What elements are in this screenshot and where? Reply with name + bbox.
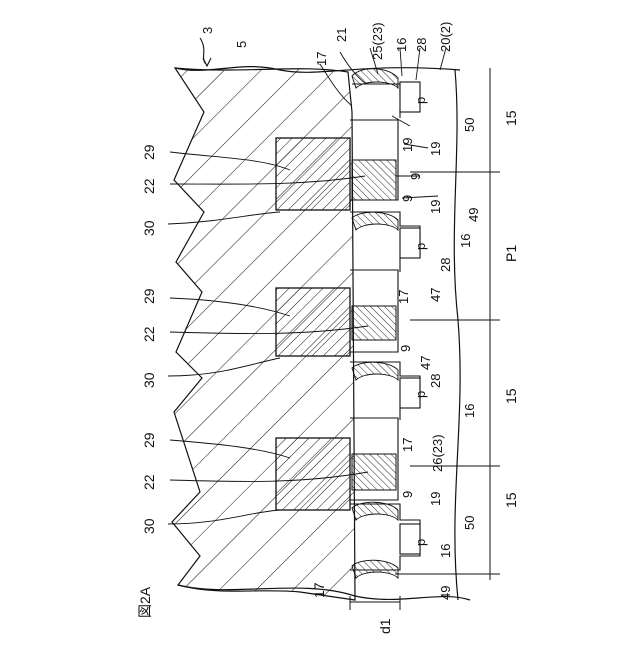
label-9-c: 9 <box>400 491 415 498</box>
gate-22-mid <box>352 306 396 340</box>
label-25-23: 25(23) <box>370 22 385 60</box>
label-49: 49 <box>466 208 481 222</box>
label-16-b: 16 <box>462 404 477 418</box>
pitch-value-3: 15 <box>503 492 519 508</box>
label-30-b: 30 <box>141 372 157 388</box>
label-20-2: 20(2) <box>438 22 453 52</box>
label-16-top: 16 <box>394 38 409 52</box>
label-d1: d1 <box>377 618 393 634</box>
label-29-c: 29 <box>141 432 157 448</box>
label-9-a: 9 <box>400 195 415 202</box>
label-ref-5: 5 <box>234 41 249 48</box>
label-19-b: 19 <box>428 200 443 214</box>
label-22-a: 22 <box>141 178 157 194</box>
label-ref-3: 3 <box>200 27 215 34</box>
label-17-b: 17 <box>400 438 415 452</box>
label-49-b: 49 <box>438 586 453 600</box>
label-47-b: 47 <box>418 356 433 370</box>
gate-block-29-top <box>276 138 350 210</box>
ref-3-arrow <box>200 38 206 64</box>
label-17-top: 17 <box>314 52 329 66</box>
label-29-b: 29 <box>141 288 157 304</box>
label-26-23: 26(23) <box>430 434 445 472</box>
label-28-top: 28 <box>414 38 429 52</box>
label-50-top: 50 <box>462 118 477 132</box>
d1-dimension <box>350 596 400 610</box>
label-p-4: p <box>413 539 428 546</box>
label-9-b: 9 <box>398 345 413 352</box>
label-50-b: 50 <box>462 516 477 530</box>
label-19-c: 19 <box>428 492 443 506</box>
gate-22-top <box>352 160 396 200</box>
label-29-a: 29 <box>141 144 157 160</box>
label-47-a: 47 <box>428 288 443 302</box>
label-17-a: 17 <box>396 290 411 304</box>
label-19-a: 19 <box>400 138 415 152</box>
pitch-value-2: 15 <box>503 388 519 404</box>
label-19-top: 19 <box>428 142 443 156</box>
pitch-value-1: 15 <box>503 110 519 126</box>
label-28-b: 28 <box>428 374 443 388</box>
label-p1: P1 <box>503 245 519 262</box>
label-22-b: 22 <box>141 326 157 342</box>
gate-block-29-bot <box>276 438 350 510</box>
label-17-bottom-left: 17 <box>311 582 327 598</box>
label-22-c: 22 <box>141 474 157 490</box>
gate-block-29-mid <box>276 288 350 356</box>
caption-group: 図2A <box>137 586 153 618</box>
figure-caption: 図2A <box>137 586 153 618</box>
label-p-top: p <box>413 97 428 104</box>
right-wavy-edge <box>454 70 460 600</box>
label-16-c: 16 <box>438 544 453 558</box>
label-30-c: 30 <box>141 518 157 534</box>
label-21: 21 <box>334 28 349 42</box>
label-p-2: p <box>413 243 428 250</box>
label-9-top: 9 <box>408 173 423 180</box>
gate-22-bot <box>352 454 396 490</box>
label-p-3: p <box>413 391 428 398</box>
label-16-a: 16 <box>458 234 473 248</box>
label-30-a: 30 <box>141 220 157 236</box>
label-28-a: 28 <box>438 258 453 272</box>
